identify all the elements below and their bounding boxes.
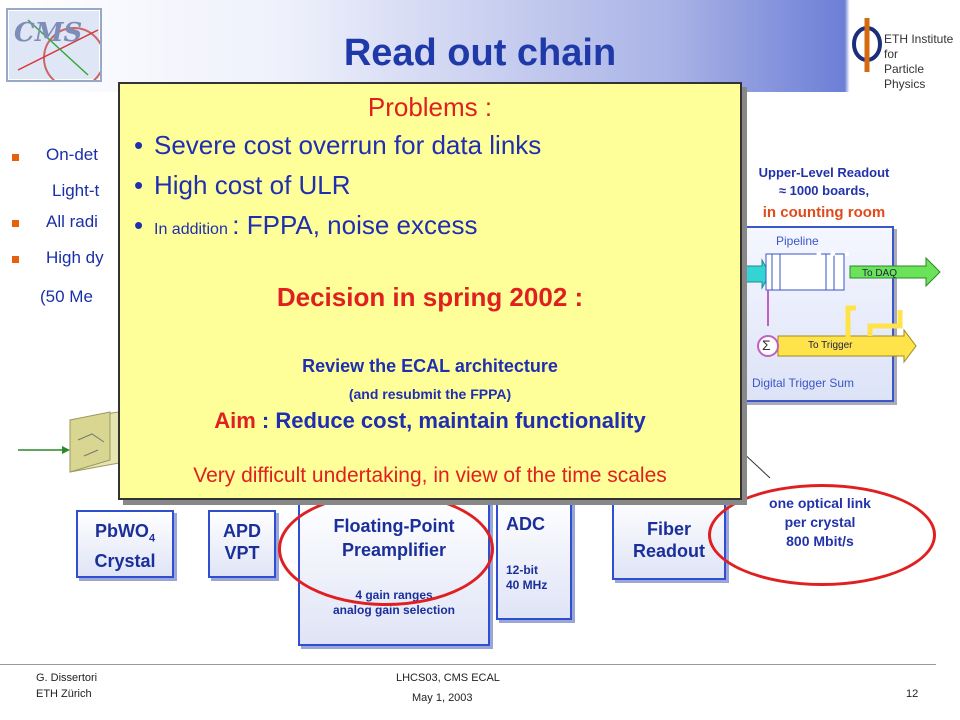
optical-highlight-ellipse <box>708 484 936 586</box>
footer-author: G. Dissertori <box>36 672 98 684</box>
eth-logo-line1: ETH Institute for <box>884 32 954 61</box>
bg-bullet-3: High dy <box>46 248 104 267</box>
popup-bullet-3-prefix: In addition <box>154 221 233 238</box>
ulr-title: Upper-Level Readout <box>758 165 890 180</box>
problems-popup: Problems : •Severe cost overrun for data… <box>118 82 742 500</box>
readout-label: Readout <box>633 541 705 561</box>
bullet-marker <box>12 220 19 227</box>
adc-bits: 12-bit <box>506 563 539 577</box>
popup-bullet-2: •High cost of ULR <box>134 170 351 200</box>
bg-bullet-1: On-det <box>46 145 98 164</box>
to-trigger-label: To Trigger <box>808 340 853 351</box>
sigma-icon: Σ <box>762 337 771 353</box>
footer-institute: ETH Zürich <box>36 688 92 700</box>
crystal-subscript: 4 <box>148 532 156 545</box>
adc-rate: 40 MHz <box>506 578 548 592</box>
eth-logo: ETH Institute for Particle Physics <box>850 14 960 91</box>
popup-review: Review the ECAL architecture <box>302 356 558 376</box>
bg-bullet-2: All radi <box>46 212 98 231</box>
adc-box: ADC 12-bit 40 MHz <box>496 496 572 620</box>
slide-title: Read out chain <box>343 32 617 74</box>
popup-bullet-3: •In addition : FPPA, noise excess <box>134 210 478 240</box>
trigger-sum-label: Digital Trigger Sum <box>752 376 855 390</box>
apd-label: APD <box>222 521 261 541</box>
apd-box: APD VPT <box>208 510 276 578</box>
footer-page-number: 12 <box>906 688 919 700</box>
header-band <box>0 0 960 92</box>
eth-logo-line2: Particle Physics <box>884 62 926 91</box>
popup-heading: Problems : <box>367 92 493 122</box>
popup-aim: Aim : Reduce cost, maintain functionalit… <box>120 408 740 434</box>
crystal-label-2: Crystal <box>94 550 156 571</box>
popup-aim-text: : Reduce cost, maintain functionality <box>255 408 646 433</box>
to-daq-label: To DAQ <box>862 268 898 279</box>
pipeline-dots: • • • <box>816 246 852 263</box>
popup-bullet-3-text: : FPPA, noise excess <box>232 210 478 240</box>
footer-conference: LHCS03, CMS ECAL <box>396 672 500 684</box>
phi-icon <box>852 18 882 72</box>
crystal-label: PbWO <box>94 521 149 541</box>
pipeline-label: Pipeline <box>776 234 819 248</box>
popup-decision: Decision in spring 2002 : <box>276 282 584 312</box>
cms-logo-text: CMS <box>14 18 83 48</box>
bg-bullet-1-cont: Light-t <box>52 181 100 200</box>
ulr-boards: ≈ 1000 boards, <box>778 183 870 198</box>
vpt-label: VPT <box>224 543 260 563</box>
popup-difficult: Very difficult undertaking, in view of t… <box>193 464 667 487</box>
popup-aim-label: Aim <box>214 408 256 433</box>
fiber-label: Fiber <box>646 519 691 539</box>
footer-date: May 1, 2003 <box>412 692 473 704</box>
popup-resubmit: (and resubmit the FPPA) <box>348 386 512 402</box>
adc-label: ADC <box>506 514 545 534</box>
bullet-marker <box>12 256 19 263</box>
popup-bullet-2-text: High cost of ULR <box>154 170 351 200</box>
cms-logo: CMS <box>6 8 102 82</box>
fppa-highlight-ellipse <box>278 492 494 606</box>
footer-rule <box>0 664 936 665</box>
ulr-location: in counting room <box>762 204 886 221</box>
fppa-gain-selection: analog gain selection <box>332 603 456 617</box>
popup-bullet-1-text: Severe cost overrun for data links <box>154 130 542 160</box>
crystal-box: PbWO4 Crystal <box>76 510 174 578</box>
bullet-marker <box>12 154 19 161</box>
bg-bullet-3-cont: (50 Me <box>40 287 93 306</box>
popup-bullet-1: •Severe cost overrun for data links <box>134 130 542 160</box>
cms-logo-graphic <box>17 19 100 80</box>
pipeline-diagram <box>740 253 941 364</box>
